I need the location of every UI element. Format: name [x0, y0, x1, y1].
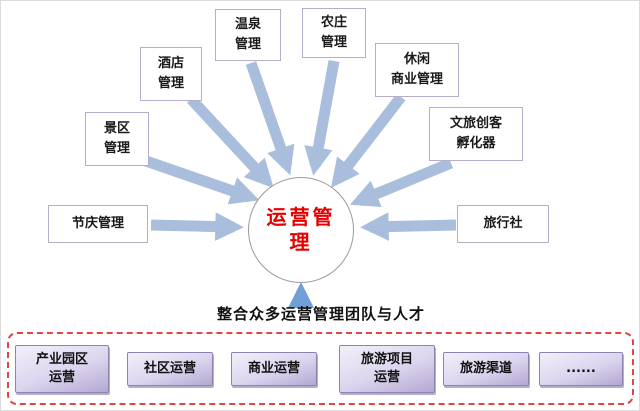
node-label: 商业管理 — [390, 72, 443, 87]
node-label: 旅行社 — [483, 215, 523, 231]
arrow-festival-to-center — [150, 212, 244, 241]
bottom-item-commerce-operation: 商业运营 — [231, 352, 317, 386]
bottom-item-label: ...... — [566, 361, 596, 377]
arrow-hotel-to-center — [186, 95, 274, 189]
node-label: 酒店 — [157, 55, 184, 71]
node-label: 管理 — [320, 35, 347, 50]
node-hot-spring-management: 温泉 管理 — [215, 9, 281, 61]
bottom-item-tourism-project-operation: 旅游项目 运营 — [339, 345, 435, 393]
bottom-item-label: 旅游渠道 — [459, 361, 512, 377]
node-culture-tourism-maker-incubator: 文旅创客 孵化器 — [429, 107, 523, 161]
node-label: 景区 — [103, 120, 130, 136]
node-festival-management: 节庆管理 — [48, 205, 148, 243]
node-travel-agency: 旅行社 — [457, 205, 549, 243]
bottom-item-community-operation: 社区运营 — [127, 352, 213, 386]
node-label: 文旅创客 — [449, 115, 502, 131]
bottom-item-ellipsis: ...... — [539, 352, 623, 386]
bottom-item-tourism-channel: 旅游渠道 — [443, 352, 529, 386]
node-label: 休闲 — [403, 51, 430, 67]
arrow-scenic-to-center — [144, 155, 260, 205]
bottom-item-label: 商业运营 — [247, 361, 300, 377]
center-label-line1: 运营管 — [266, 205, 336, 229]
arrow-travel-to-center — [360, 212, 457, 241]
node-scenic-area-management: 景区 管理 — [85, 112, 149, 166]
bottom-item-industrial-park-operation: 产业园区 运营 — [15, 345, 109, 393]
bottom-item-label: 运营 — [373, 370, 400, 385]
center-circle-operations-management: 运营管 理 — [248, 177, 354, 283]
node-label: 农庄 — [320, 14, 347, 30]
node-hotel-management: 酒店 管理 — [140, 47, 202, 101]
integration-caption: 整合众多运营管理团队与人才 — [216, 305, 425, 323]
node-label: 管理 — [157, 76, 184, 91]
bottom-item-label: 旅游项目 — [360, 352, 413, 368]
arrow-maker-to-center — [349, 157, 454, 208]
bottom-dashed-frame — [7, 332, 634, 405]
node-label: 管理 — [234, 37, 261, 52]
arrow-farm-to-center — [304, 60, 340, 176]
arrow-leisure-to-center — [330, 93, 406, 188]
node-label: 温泉 — [234, 16, 261, 32]
node-label: 节庆管理 — [71, 215, 124, 231]
bottom-item-label: 社区运营 — [143, 361, 196, 377]
bottom-item-label: 运营 — [48, 370, 75, 385]
arrow-hotspring-to-center — [245, 61, 295, 176]
node-label: 管理 — [103, 141, 130, 156]
bottom-item-label: 产业园区 — [35, 352, 88, 368]
node-leisure-commerce-management: 休闲 商业管理 — [375, 43, 459, 97]
center-label-line2: 理 — [289, 230, 313, 254]
node-farm-management: 农庄 管理 — [302, 8, 366, 58]
node-label: 孵化器 — [456, 136, 496, 151]
